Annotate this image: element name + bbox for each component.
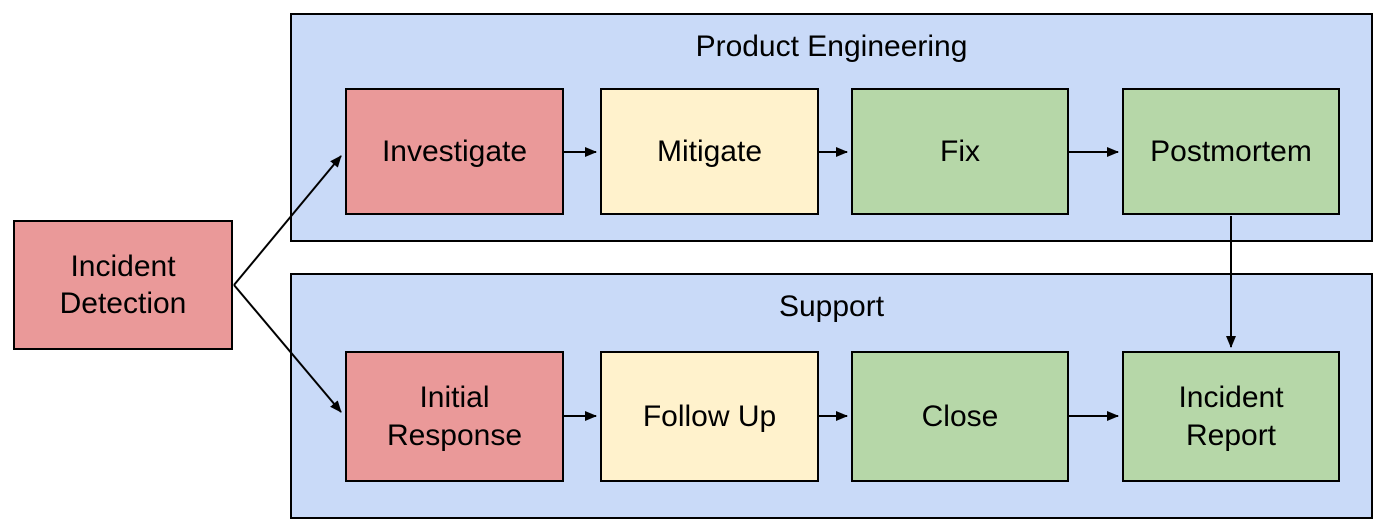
node-initial-response: Initial Response — [345, 351, 564, 482]
node-postmortem: Postmortem — [1122, 88, 1340, 215]
lane-title-product-engineering: Product Engineering — [695, 30, 968, 63]
node-investigate: Investigate — [345, 88, 564, 215]
node-label: Follow Up — [642, 399, 777, 433]
node-fix: Fix — [851, 88, 1069, 215]
node-follow-up: Follow Up — [600, 351, 819, 482]
node-mitigate: Mitigate — [600, 88, 819, 215]
node-label: Fix — [940, 134, 980, 168]
node-label: Incident Report — [1178, 381, 1284, 452]
node-label: Initial Response — [386, 381, 523, 452]
node-label: Investigate — [381, 134, 528, 168]
node-label: Mitigate — [656, 134, 763, 168]
node-incident-report: Incident Report — [1122, 351, 1340, 482]
lane-title-support: Support — [778, 290, 885, 323]
node-incident-detection: Incident Detection — [13, 220, 233, 350]
node-close: Close — [851, 351, 1069, 482]
node-label: Close — [921, 399, 999, 433]
node-label: Incident Detection — [59, 249, 187, 321]
node-label: Postmortem — [1150, 134, 1312, 168]
